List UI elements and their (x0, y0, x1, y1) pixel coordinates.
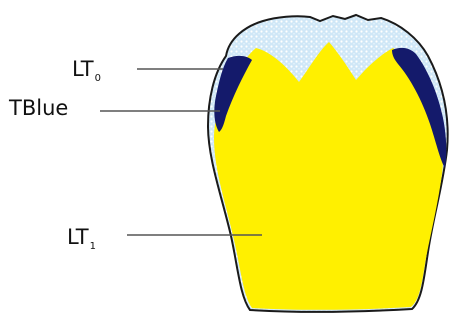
label-lt1-subscript: 1 (90, 241, 96, 252)
label-lt0-main: LT (72, 57, 94, 81)
label-lt1: LT1 (67, 227, 96, 248)
label-lt0-subscript: 0 (95, 73, 101, 84)
label-tblue-main: TBlue (9, 96, 68, 120)
label-lt0: LT0 (72, 59, 101, 80)
core-layer-shape (214, 42, 443, 310)
label-tblue: TBlue (9, 98, 68, 119)
label-lt1-main: LT (67, 225, 89, 249)
